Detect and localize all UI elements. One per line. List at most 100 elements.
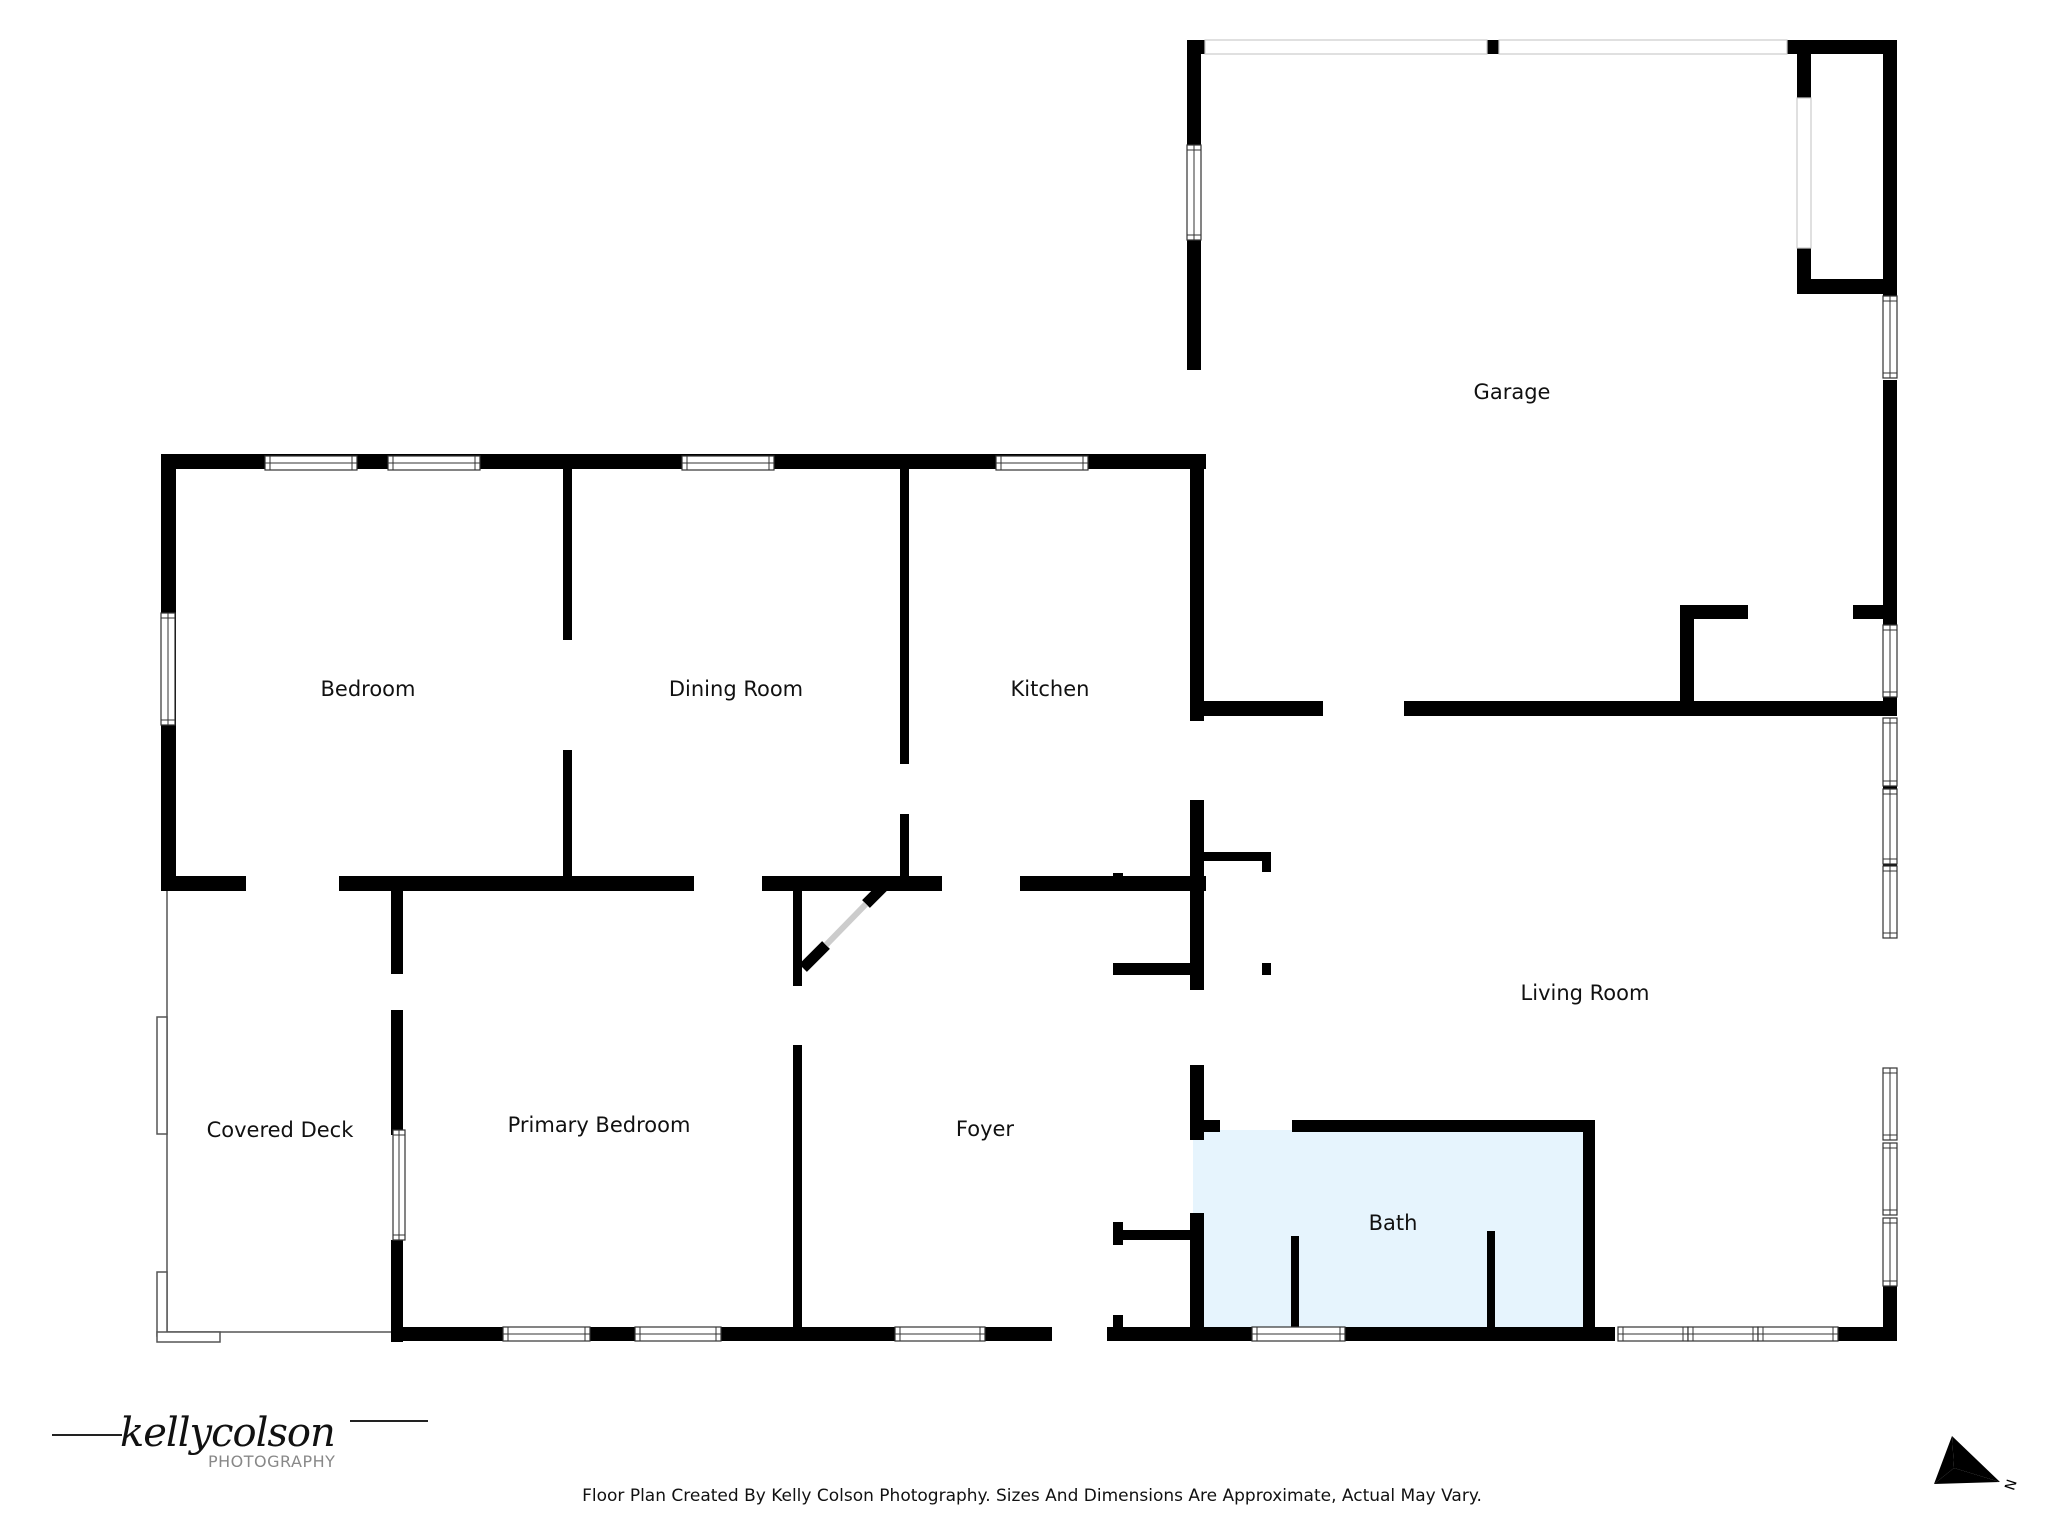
bath-fill — [1193, 1130, 1588, 1337]
wall — [1345, 1327, 1615, 1341]
wall — [1200, 1327, 1252, 1341]
wall — [1787, 40, 1897, 54]
room-label-covered-deck: Covered Deck — [207, 1118, 355, 1142]
window — [681, 455, 775, 471]
deck-railing — [156, 1016, 168, 1135]
bath-area — [1193, 1130, 1588, 1337]
deck-railing — [156, 1331, 221, 1343]
wall — [1853, 605, 1897, 619]
wall — [980, 1327, 1052, 1341]
logo-subtitle: PHOTOGRAPHY — [208, 1452, 336, 1471]
window — [502, 1326, 591, 1342]
window — [1882, 865, 1898, 939]
wall — [1680, 605, 1694, 713]
disclaimer-footer: Floor Plan Created By Kelly Colson Photo… — [0, 1486, 2048, 1506]
wall — [1262, 963, 1271, 975]
glass-openings — [1204, 39, 1812, 249]
room-label-living-room: Living Room — [1521, 981, 1650, 1005]
logo-swash-left — [52, 1434, 122, 1436]
wall — [1797, 40, 1811, 98]
wall — [391, 1240, 403, 1342]
window — [1687, 1326, 1759, 1342]
window — [1186, 144, 1202, 241]
wall — [563, 454, 572, 640]
wall — [1190, 454, 1204, 721]
window — [1882, 295, 1898, 379]
wall — [793, 886, 802, 986]
wall — [1190, 1120, 1220, 1132]
wall — [391, 1327, 503, 1341]
wall — [1680, 605, 1748, 619]
wall — [563, 750, 572, 882]
garage-door-opening — [1498, 39, 1788, 55]
wall — [1190, 800, 1204, 883]
room-label-dining-room: Dining Room — [669, 677, 803, 701]
room-label-primary-bedroom: Primary Bedroom — [508, 1113, 691, 1137]
wall — [1291, 1236, 1299, 1341]
window — [894, 1326, 986, 1342]
north-arrow-icon: N — [1934, 1436, 2020, 1493]
room-label-kitchen: Kitchen — [1011, 677, 1090, 701]
wall — [1113, 1230, 1203, 1240]
logo-script-text: kellycolson — [120, 1410, 336, 1456]
wall — [590, 1327, 635, 1341]
wall — [1487, 40, 1499, 54]
wall — [1883, 1286, 1897, 1341]
wall — [391, 1010, 403, 1135]
wall — [793, 1045, 802, 1341]
angled-wall — [862, 882, 888, 908]
angled-wall — [799, 941, 830, 972]
wall — [1487, 1231, 1495, 1341]
room-label-foyer: Foyer — [956, 1117, 1015, 1141]
north-label: N — [2002, 1478, 2020, 1493]
wall — [1797, 279, 1897, 294]
wall — [1190, 870, 1204, 990]
deck-railing — [156, 1271, 168, 1337]
room-label-garage: Garage — [1474, 380, 1551, 404]
wall — [900, 454, 909, 764]
window — [1757, 1326, 1839, 1342]
window — [1882, 1217, 1898, 1287]
window — [1882, 624, 1898, 698]
wall — [1113, 963, 1203, 975]
wall — [391, 886, 403, 974]
wall — [762, 876, 942, 891]
window — [1251, 1326, 1346, 1342]
room-label-bedroom: Bedroom — [321, 677, 416, 701]
wall — [1292, 1120, 1595, 1132]
wall — [1404, 701, 1897, 716]
garage-door-opening — [1204, 39, 1488, 55]
window — [1882, 1142, 1898, 1216]
wall — [1113, 1315, 1123, 1341]
logo-swash-right — [350, 1420, 428, 1422]
wall — [1583, 1120, 1595, 1341]
wall — [161, 876, 246, 891]
window — [634, 1326, 722, 1342]
wall — [1193, 701, 1323, 716]
wall — [900, 814, 909, 884]
wall — [1187, 40, 1205, 54]
wall — [721, 1327, 893, 1341]
window — [1617, 1326, 1689, 1342]
deck-edge — [166, 891, 391, 1333]
covered-deck-outline — [156, 891, 391, 1343]
windows — [160, 144, 1898, 1342]
wall — [1196, 852, 1271, 861]
wall — [339, 876, 694, 891]
room-label-bath: Bath — [1369, 1211, 1418, 1235]
window — [1882, 717, 1898, 787]
wall — [1190, 1213, 1204, 1341]
wall — [1113, 873, 1123, 890]
photographer-logo: kellycolson PHOTOGRAPHY — [52, 1410, 428, 1480]
garage-door-opening — [1796, 97, 1812, 249]
wall — [1262, 852, 1271, 872]
wall — [1883, 40, 1897, 300]
window — [387, 455, 481, 471]
angled-doorway — [823, 901, 869, 948]
window — [160, 612, 176, 726]
disclaimer-text: Floor Plan Created By Kelly Colson Photo… — [582, 1486, 1482, 1506]
wall — [1107, 1327, 1197, 1341]
window — [1882, 1067, 1898, 1141]
